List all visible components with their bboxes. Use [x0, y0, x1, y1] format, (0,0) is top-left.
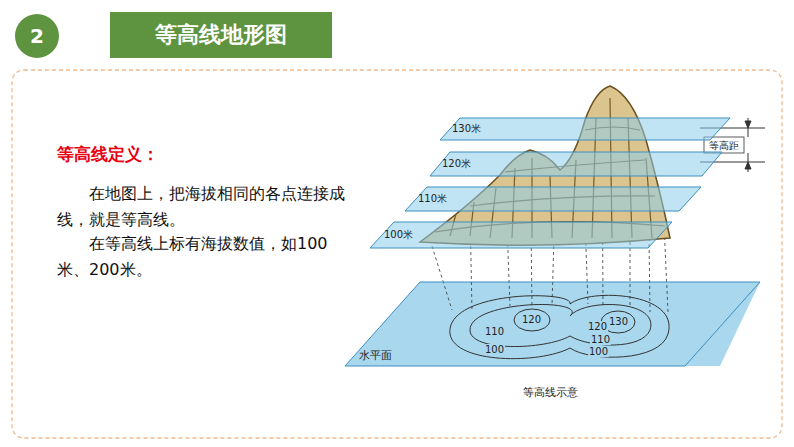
definition-text: 在等高线上标有海拔数值，如100米、200米。 — [57, 231, 347, 283]
elevation-label: 120米 — [442, 152, 471, 176]
node-shape — [370, 222, 672, 248]
definition-heading: 等高线定义： — [57, 143, 159, 166]
section-number: 2 — [14, 14, 60, 58]
elevation-label: 130米 — [452, 118, 481, 140]
node-outline — [405, 187, 701, 211]
elevation-plane: 100米 — [370, 222, 672, 248]
plane-label: 水平面 — [359, 348, 392, 363]
interval-label: 等高距 — [705, 139, 743, 153]
section-number-circle: 2 — [14, 14, 60, 58]
title-bar — [110, 12, 332, 58]
node-outline — [440, 118, 730, 140]
elevation-plane: 120米 — [430, 152, 722, 176]
node-shape — [440, 118, 730, 140]
contour-value: 120 — [521, 314, 542, 325]
node-outline — [345, 282, 760, 366]
contour-value: 110 — [590, 334, 611, 345]
elevation-label: 110米 — [418, 187, 447, 211]
contour-value: 100 — [588, 346, 609, 357]
node-outline — [15, 14, 59, 58]
node-shape — [430, 152, 722, 176]
elevation-plane: 110米 — [405, 187, 701, 211]
water-plane: 水平面 — [345, 282, 760, 366]
node-shape — [345, 282, 760, 366]
elevation-label: 100米 — [384, 222, 413, 248]
contour-value: 100 — [484, 344, 505, 355]
node-shape — [405, 187, 701, 211]
node-outline — [430, 152, 722, 176]
contour-lines — [450, 295, 669, 358]
figure-caption: 等高线示意 — [500, 385, 600, 400]
elevation-plane: 130米 — [440, 118, 730, 140]
contour-value: 130 — [608, 316, 629, 327]
dashed-frame — [12, 70, 782, 438]
contour-value: 110 — [484, 326, 505, 337]
definition-text: 在地图上，把海拔相同的各点连接成线，就是等高线。 — [57, 181, 347, 233]
node-outline — [370, 222, 672, 248]
contour-value: 120 — [587, 321, 608, 332]
slide-title: 等高线地形图 — [110, 12, 332, 58]
